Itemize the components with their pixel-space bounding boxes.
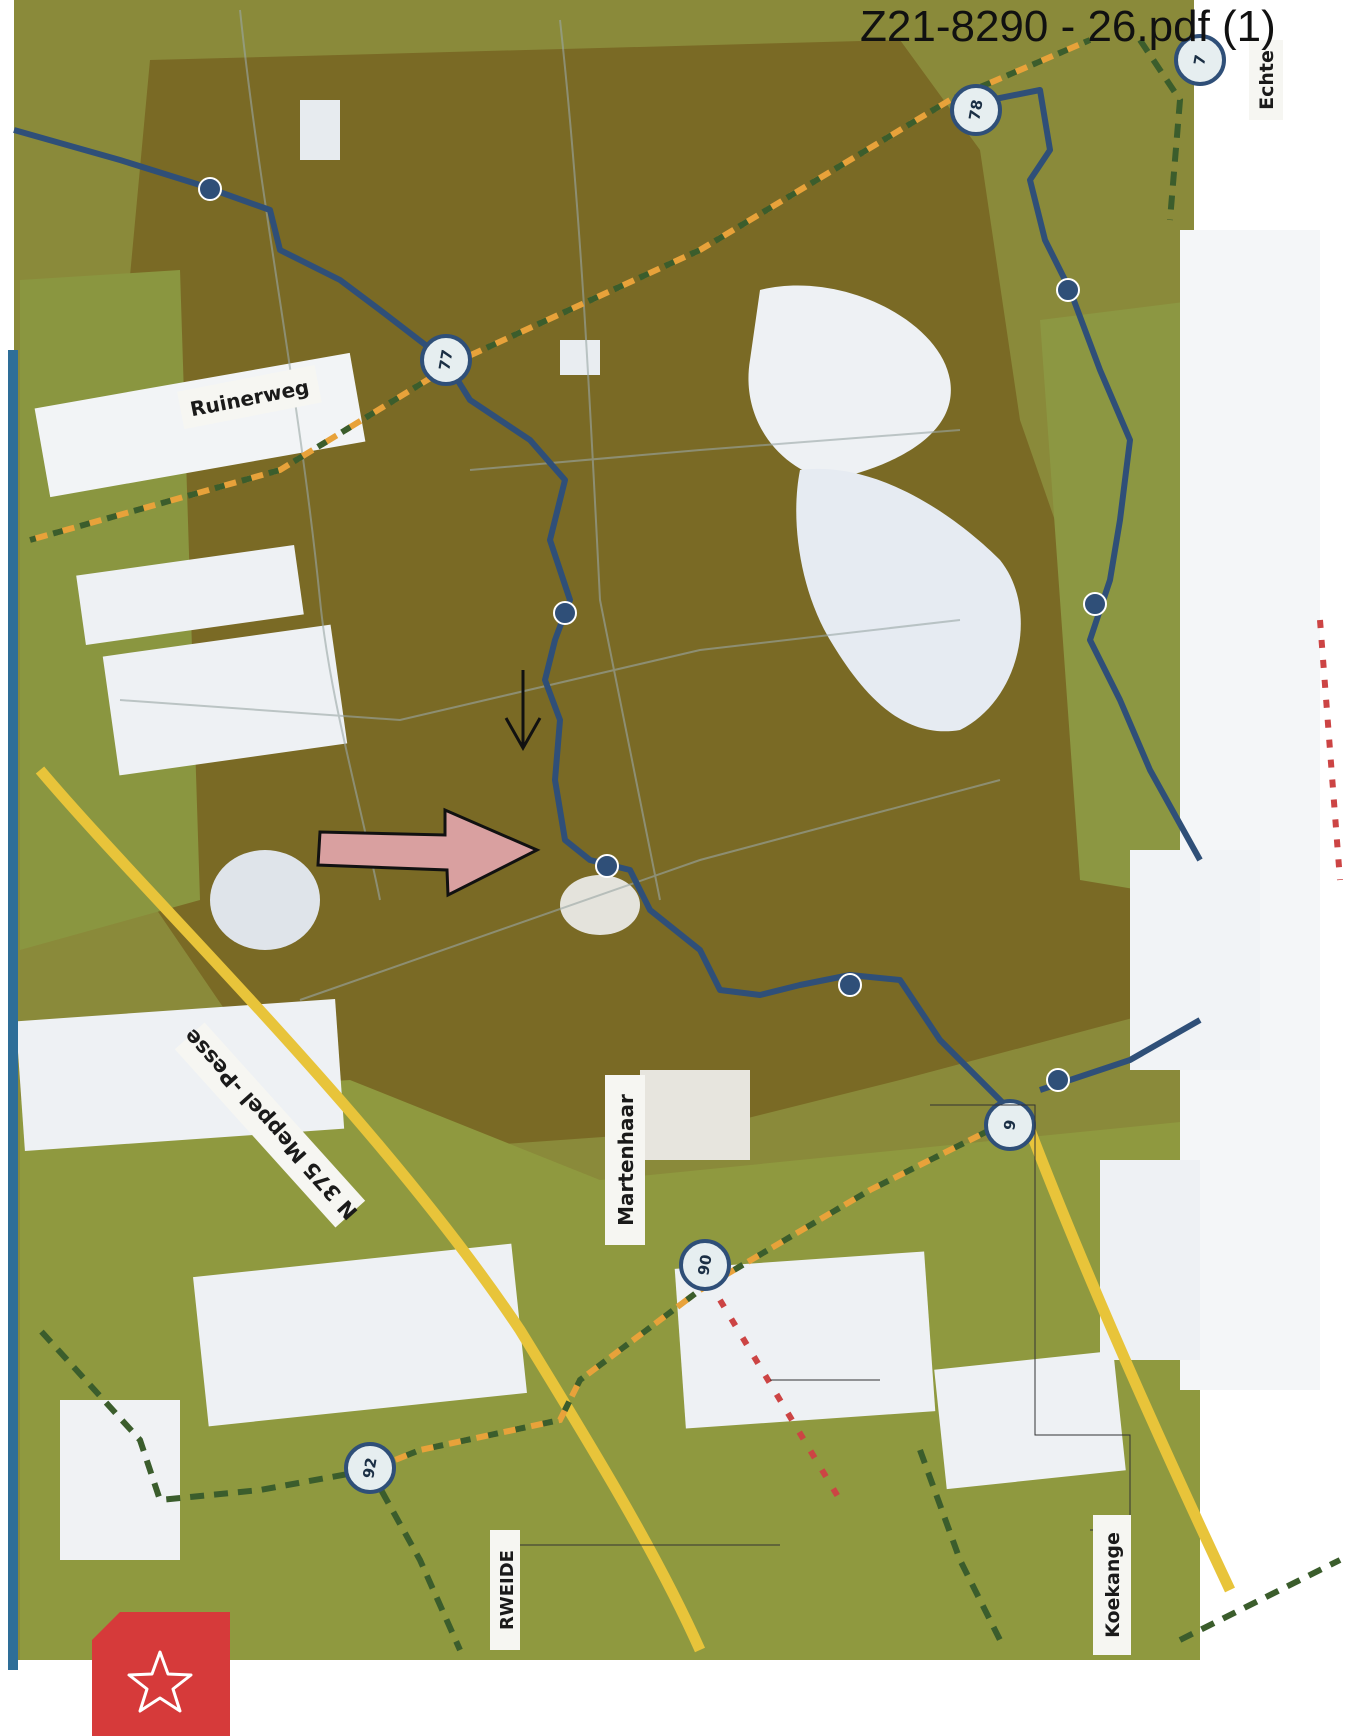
dashed-route-east-red xyxy=(1317,619,1343,881)
junction-label: 9 xyxy=(1000,1118,1020,1131)
lake xyxy=(748,285,951,480)
left-edge-bar xyxy=(8,350,18,1670)
star-badge[interactable] xyxy=(92,1612,230,1736)
route-main xyxy=(13,127,1013,1113)
junction-label: 77 xyxy=(435,348,456,372)
route-direction-markers xyxy=(198,177,1107,1092)
field-white xyxy=(193,1243,527,1427)
land-layer xyxy=(14,0,1200,1660)
document-title: Z21-8290 - 26.pdf (1) xyxy=(860,2,1276,51)
field-white xyxy=(640,1070,750,1160)
dashed-route-east xyxy=(1178,1557,1342,1643)
route-northeast xyxy=(989,87,1203,862)
dashed-route-red xyxy=(717,1298,843,1502)
junction-node-77[interactable]: 77 xyxy=(420,334,472,386)
field-white xyxy=(674,1251,936,1429)
built-area xyxy=(1180,230,1320,1390)
down-arrow-icon xyxy=(504,670,542,752)
label-martenhaar: Martenhaar xyxy=(605,1075,645,1245)
dashed-route-south xyxy=(368,1117,1012,1473)
field-white xyxy=(76,545,304,645)
junction-label: 90 xyxy=(694,1253,715,1277)
svg-text:RWEIDE: RWEIDE xyxy=(497,1550,518,1630)
light-patches xyxy=(15,100,1320,1560)
field-white xyxy=(60,1400,180,1560)
land-area-green xyxy=(20,1080,1200,1660)
label-echten: Echte xyxy=(1249,40,1283,120)
dashed-route-south xyxy=(368,1117,1012,1473)
road-n375 xyxy=(35,766,706,1653)
svg-text:Martenhaar: Martenhaar xyxy=(614,1094,638,1226)
built-area xyxy=(1130,850,1260,1070)
label-koekange: Koekange xyxy=(1093,1515,1131,1655)
junction-node-78[interactable]: 78 xyxy=(950,84,1002,136)
pond xyxy=(210,850,320,950)
field-white xyxy=(560,340,600,375)
junction-node-92[interactable]: 92 xyxy=(344,1442,396,1494)
junction-node-79[interactable]: 7 xyxy=(1174,34,1226,86)
junction-label: 92 xyxy=(359,1456,380,1480)
dashed-route-92 xyxy=(367,1468,463,1652)
junction-node-90[interactable]: 90 xyxy=(679,1239,731,1291)
field-white xyxy=(102,624,348,776)
dashed-route-92 xyxy=(37,1327,371,1504)
star-icon xyxy=(127,1650,193,1713)
pointer-arrow-icon xyxy=(316,807,541,898)
junction-label: 7 xyxy=(1190,53,1210,66)
dashed-route-red xyxy=(917,1448,1003,1642)
pond xyxy=(560,875,640,935)
dashed-route-right xyxy=(1137,38,1184,221)
junction-node-9[interactable]: 9 xyxy=(984,1099,1036,1151)
junction-label: 78 xyxy=(965,98,986,122)
lake xyxy=(796,468,1021,732)
label-erweide: RWEIDE xyxy=(490,1530,520,1650)
road-koekange xyxy=(1024,1128,1235,1593)
field-white xyxy=(934,1350,1126,1490)
main-roads xyxy=(35,766,1235,1653)
svg-text:Koekange: Koekange xyxy=(1102,1532,1124,1638)
land-area-green xyxy=(1040,300,1200,900)
field-white xyxy=(300,100,340,160)
svg-text:Echte: Echte xyxy=(1256,50,1278,110)
